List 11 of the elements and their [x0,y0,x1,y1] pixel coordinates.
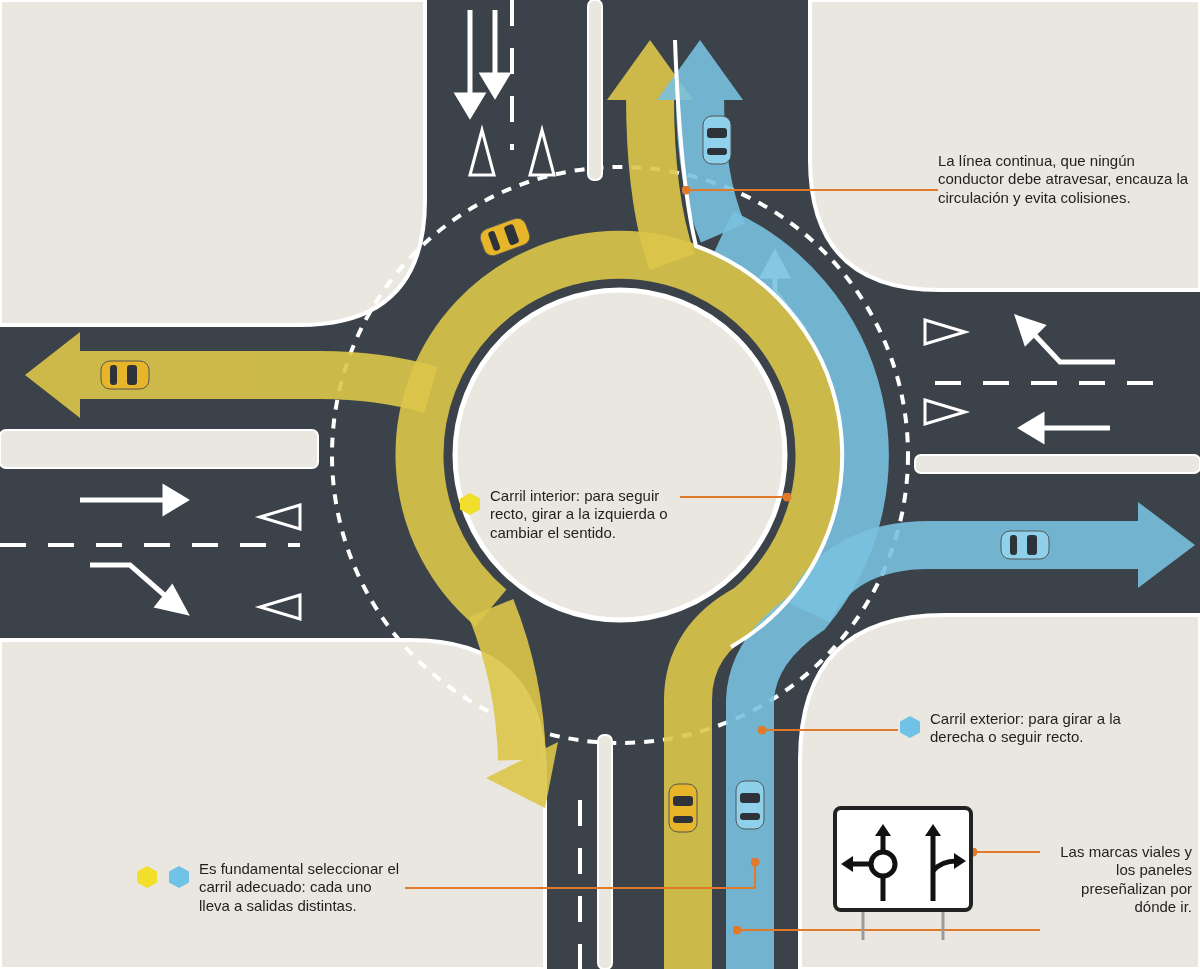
callout-text: Carril exterior: para girar a la derecha o seguir recto. [930,710,1122,747]
leader-line [757,725,899,735]
callout-text: La línea continua, que ningún conductor debe atravesar, encauza la circulación y evita colisiones. [938,152,1190,207]
callout-text: Carril interior: para seguir recto, girar a la izquierda o cambiar el sentido. [490,487,669,542]
callout-text: Es fundamental seleccionar el carril adecuado: cada uno lleva a salidas distintas. [199,860,401,915]
leader-line [732,925,1041,935]
callout-text: Las marcas viales y los paneles preseñalizan por dónde ir. [1059,843,1192,917]
leader-line [404,857,760,889]
solid-lane-line [673,39,844,649]
leader-line [681,185,939,195]
leader-line [679,492,792,502]
